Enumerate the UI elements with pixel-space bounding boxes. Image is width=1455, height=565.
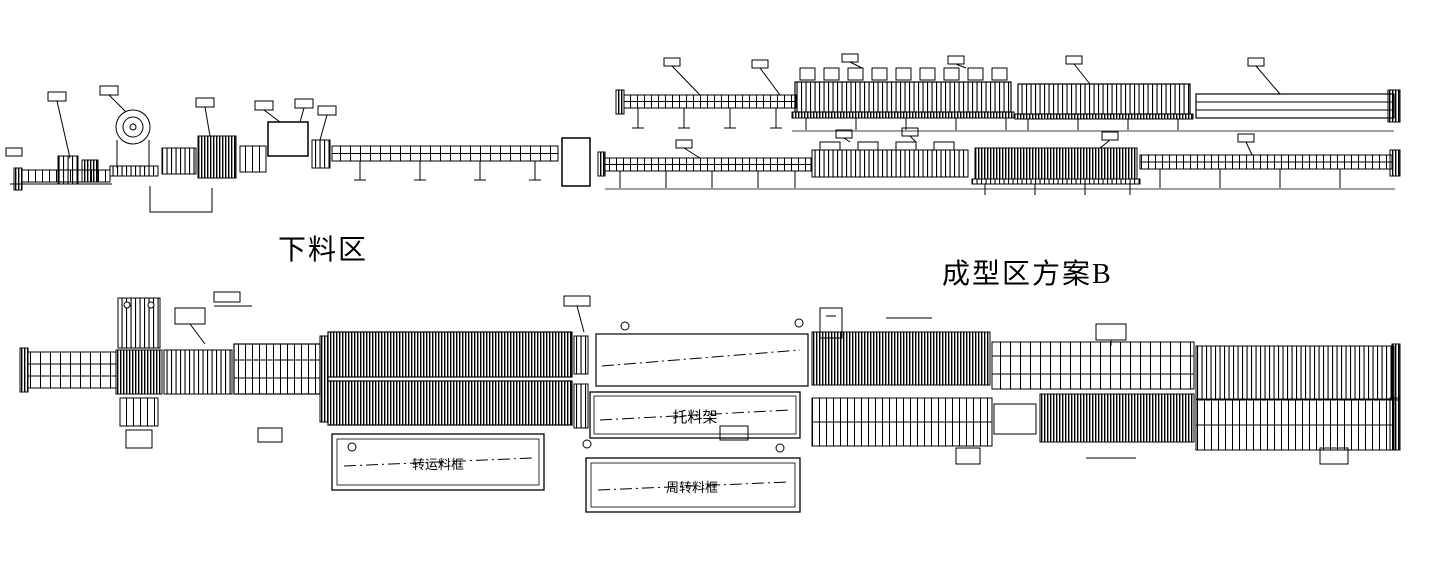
double-deck-conveyor: [319, 331, 589, 429]
bottom-line-drawing: [19, 291, 1401, 513]
blanking-line-drawing: [5, 85, 591, 213]
right-conveyors-lower: [811, 393, 1401, 451]
outfeed-rail-upper: [1195, 89, 1401, 123]
uncoiler: [109, 109, 159, 177]
support-rack-label: 托料架: [672, 410, 718, 426]
forming-line-upper-drawing: [615, 53, 1401, 132]
forming-line-lower-drawing: [597, 127, 1401, 195]
roll-former-b: [1014, 83, 1194, 130]
lower-machine-a: [811, 149, 969, 178]
right-conveyors-upper: [811, 331, 1401, 401]
blanking-area-label: 下料区: [278, 235, 369, 266]
turnover-frame-box: [585, 457, 801, 513]
transfer-conveyor-outline: [563, 295, 809, 387]
forming-area-label: 成型区方案B: [942, 259, 1113, 290]
roll-former-a: [791, 67, 1015, 130]
forming-lower-callout-tags: [675, 127, 1255, 159]
control-cabinet: [267, 121, 309, 157]
blanking-callout-tags: [5, 85, 337, 159]
lower-machine-b: [974, 147, 1138, 180]
transfer-frame-label: 转运料框: [411, 457, 464, 472]
bottom-callout-tags: [719, 307, 1349, 465]
turnover-frame-label: 周转料框: [665, 480, 718, 495]
end-cabinet: [561, 137, 591, 187]
forming-upper-callout-tags: [663, 53, 1281, 96]
support-rack-box: [582, 391, 801, 453]
transfer-frame-box: [331, 433, 545, 491]
left-stacker-station: [19, 291, 321, 449]
